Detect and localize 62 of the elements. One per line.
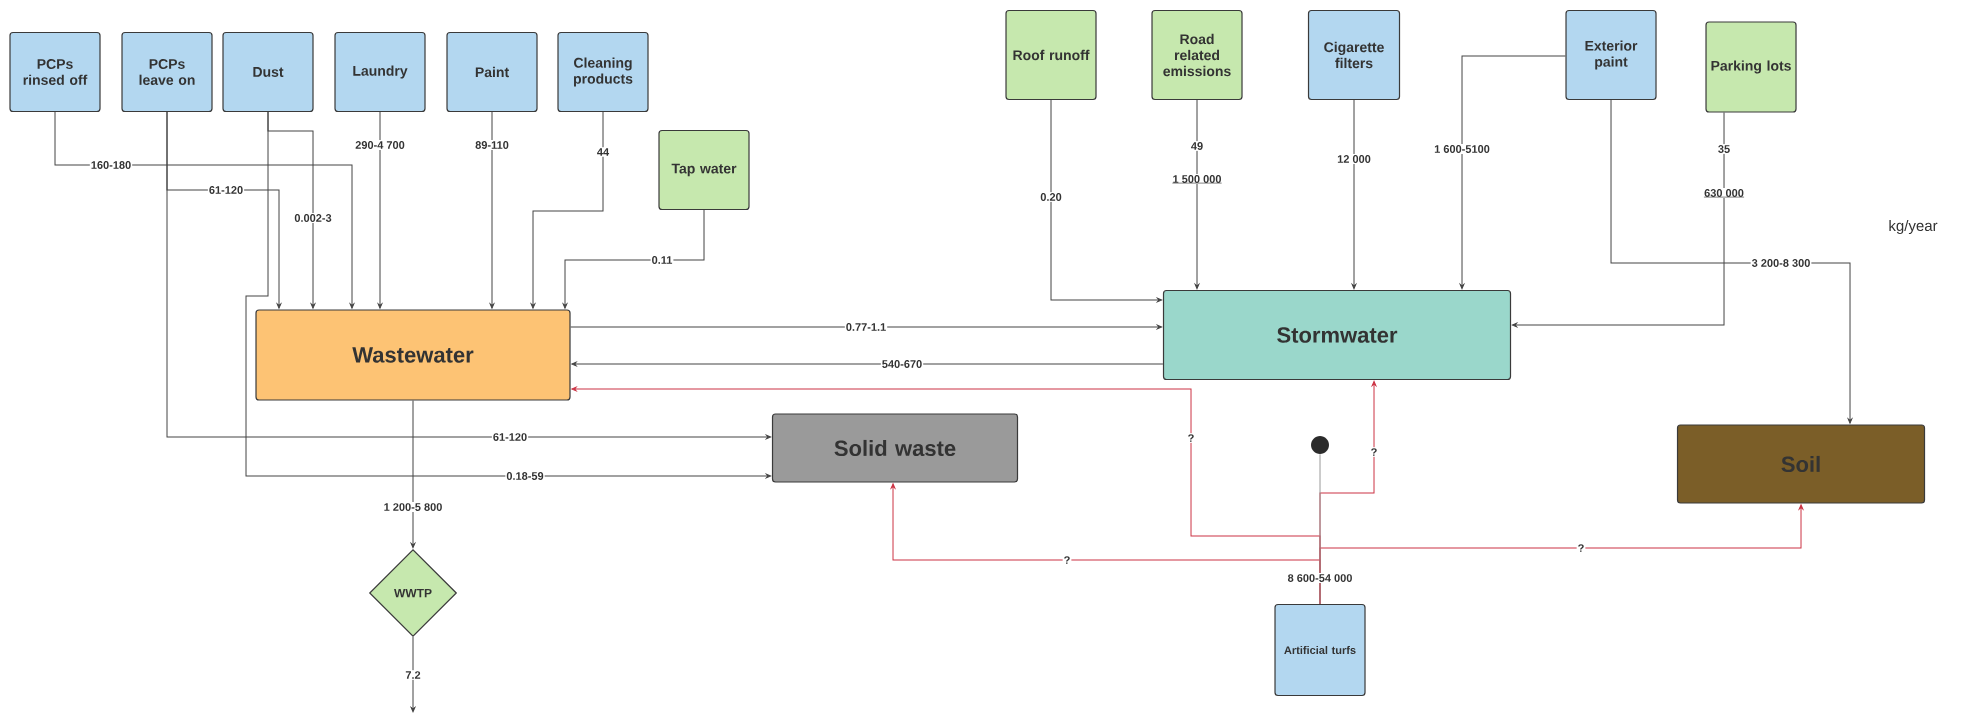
edge-label: 61-120 xyxy=(491,432,529,442)
arrow xyxy=(1459,55,1566,290)
compartment-box: Stormwater xyxy=(1162,289,1512,381)
arrow xyxy=(1351,99,1357,290)
arrow xyxy=(377,111,383,309)
edge-label: ? xyxy=(1062,555,1072,565)
edge-label: 160-180 xyxy=(89,160,133,170)
edge-label: 540-670 xyxy=(880,359,924,369)
compartment-box: Soil xyxy=(1676,424,1926,504)
arrow xyxy=(54,111,355,309)
edge-label: 290-4 700 xyxy=(354,140,406,150)
edge-label: ? xyxy=(1369,447,1379,457)
flow-label: 630 000 xyxy=(1703,188,1745,198)
edge-label: 0.002-3 xyxy=(293,213,333,223)
arrow xyxy=(1050,99,1163,303)
edge-label: ? xyxy=(1576,543,1586,553)
source-box: Road related emissions xyxy=(1151,9,1243,101)
junction-dot xyxy=(1311,436,1329,454)
arrow xyxy=(570,324,1163,330)
unit-label: kg/year xyxy=(1889,220,1938,234)
arrow xyxy=(1511,112,1725,328)
arrow xyxy=(530,111,604,309)
edge-label: 89-110 xyxy=(474,140,510,150)
edge-label: 0.77-1.1 xyxy=(844,322,888,332)
source-box: PCPs rinsed off xyxy=(9,31,101,113)
flow-label: 1 500 000 xyxy=(1171,174,1223,184)
source-box: Tap water xyxy=(658,129,750,211)
arrow xyxy=(166,111,772,440)
arrow xyxy=(489,111,495,309)
edge-label: 1 200-5 800 xyxy=(382,502,444,512)
source-box: Dust xyxy=(222,31,314,113)
edge-label: 8 600-54 000 xyxy=(1286,573,1354,583)
source-box: Roof runoff xyxy=(1005,9,1097,101)
source-box: Parking lots xyxy=(1705,21,1797,113)
edge-label: 44 xyxy=(595,147,611,157)
arrow xyxy=(1610,99,1853,424)
source-box: Artificial turfs xyxy=(1274,603,1366,697)
edge-label: 0.11 xyxy=(650,255,674,265)
edge-label: 0.18-59 xyxy=(505,471,545,481)
source-box: Paint xyxy=(446,31,538,113)
source-box: Cleaning products xyxy=(557,31,649,113)
source-box: Exterior paint xyxy=(1565,9,1657,101)
source-box: Laundry xyxy=(334,31,426,113)
edge-label: 7.2 xyxy=(404,670,422,680)
edge-label: ? xyxy=(1186,433,1196,443)
arrow xyxy=(410,636,416,713)
source-box: PCPs leave on xyxy=(121,31,213,113)
compartment-box: Solid waste xyxy=(771,413,1019,483)
edge-label: 0.20 xyxy=(1039,192,1063,202)
edge-label: 35 xyxy=(1716,144,1732,154)
edge-label: 12 000 xyxy=(1336,154,1372,164)
edge-label: 49 xyxy=(1189,141,1205,151)
source-box: Cigarette filters xyxy=(1307,9,1401,101)
arrow xyxy=(1194,99,1200,290)
edge-label: 3 200-8 300 xyxy=(1750,258,1812,268)
arrow xyxy=(245,111,772,479)
arrow xyxy=(571,361,1164,367)
compartment-box: Wastewater xyxy=(255,309,571,401)
edge-label: 1 600-5100 xyxy=(1433,144,1491,154)
arrow xyxy=(410,400,416,549)
edge-label: 61-120 xyxy=(207,185,245,195)
arrow xyxy=(562,209,705,309)
